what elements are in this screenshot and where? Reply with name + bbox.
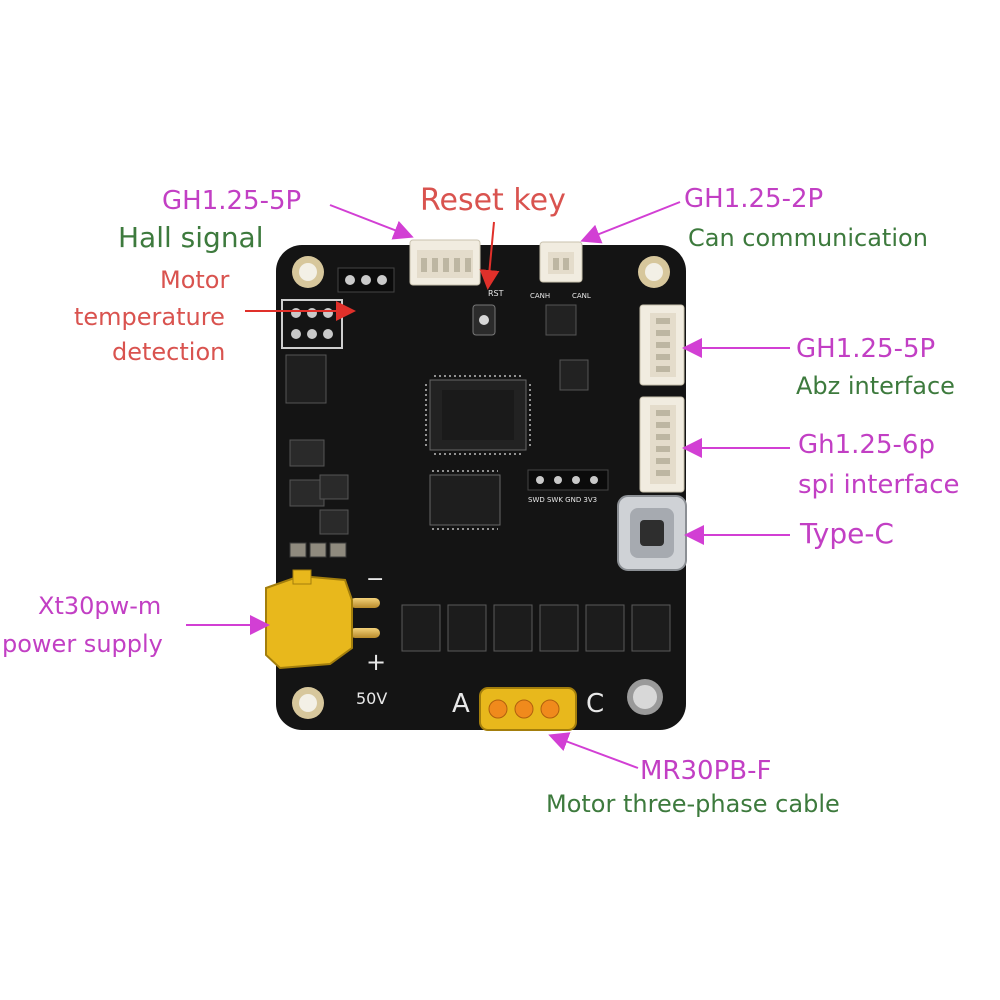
abz-connector bbox=[639, 304, 685, 386]
motor-connector-part-label: MR30PB-F bbox=[640, 756, 772, 786]
typec-label: Type-C bbox=[800, 517, 894, 550]
abz-connector-part-label: GH1.25-5P bbox=[796, 334, 936, 364]
plus-silkscreen: + bbox=[366, 648, 386, 676]
swd-header bbox=[527, 469, 609, 491]
voltage-silkscreen: 50V bbox=[356, 689, 387, 708]
hall-connector bbox=[409, 239, 481, 286]
can-communication-label: Can communication bbox=[688, 224, 928, 252]
mounting-holes bbox=[292, 256, 670, 719]
reset-key-label: Reset key bbox=[420, 183, 566, 218]
reset-key bbox=[472, 304, 496, 336]
can-connector bbox=[539, 241, 583, 283]
hall-signal-label: Hall signal bbox=[118, 221, 264, 254]
mosfet-array bbox=[401, 604, 671, 652]
power-label-line1: Xt30pw-m bbox=[38, 592, 162, 620]
rst-silkscreen: RST bbox=[488, 289, 504, 298]
temperature-label-line3: detection bbox=[112, 338, 226, 366]
canl-silkscreen: CANL bbox=[572, 292, 591, 300]
canh-silkscreen: CANH bbox=[530, 292, 550, 300]
temperature-label-line2: temperature bbox=[74, 303, 225, 331]
spi-connector-part-label: Gh1.25-6p bbox=[798, 430, 935, 460]
power-label-line2: power supply bbox=[2, 630, 163, 658]
abz-interface-label: Abz interface bbox=[796, 372, 955, 400]
mr30-motor-connector bbox=[479, 687, 577, 731]
motor-cable-label: Motor three-phase cable bbox=[546, 790, 840, 818]
spi-interface-label: spi interface bbox=[798, 470, 960, 500]
gate-driver-chip bbox=[429, 470, 501, 530]
hall-pin-header bbox=[337, 267, 395, 293]
can-connector-part-label: GH1.25-2P bbox=[684, 184, 824, 214]
usb-typec-port bbox=[617, 495, 687, 571]
temperature-label-line1: Motor bbox=[160, 266, 230, 294]
swd-silkscreen: SWD SWK GND 3V3 bbox=[528, 496, 597, 504]
hall-connector-part-label: GH1.25-5P bbox=[162, 186, 302, 216]
minus-silkscreen: − bbox=[366, 567, 384, 592]
phase-a-silkscreen: A bbox=[452, 689, 470, 719]
mcu-chip bbox=[425, 375, 531, 455]
xt30-power-connector bbox=[265, 569, 380, 670]
phase-c-silkscreen: C bbox=[586, 689, 604, 719]
spi-connector bbox=[639, 396, 685, 493]
